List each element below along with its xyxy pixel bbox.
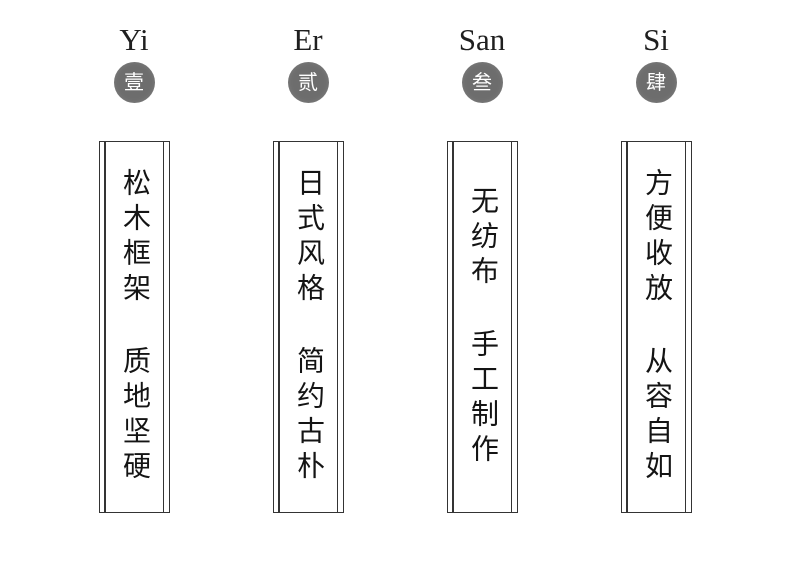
badge-numeral: 肆 xyxy=(646,71,666,94)
banner-vertical-text: 无纺布 手工制作 xyxy=(467,185,498,469)
banner-inner-rail-right xyxy=(510,142,512,512)
feature-column-1: Yi 壹 松木框架 质地坚硬 xyxy=(47,22,221,563)
banner-vertical-text: 日式风格 简约古朴 xyxy=(293,168,324,486)
number-badge: 壹 xyxy=(113,62,155,103)
banner-inner-rail-right xyxy=(162,142,164,512)
column-label: Yi xyxy=(119,22,149,57)
banner-inner-rail-right xyxy=(684,142,686,512)
banner-vertical-text: 松木框架 质地坚硬 xyxy=(119,168,150,486)
number-badge: 肆 xyxy=(635,62,677,103)
banner-inner-rail-left xyxy=(104,142,106,512)
banner-vertical-text: 方便收放 从容自如 xyxy=(641,168,672,486)
feature-column-3: San 叁 无纺布 手工制作 xyxy=(395,22,569,563)
scroll-banner: 方便收放 从容自如 xyxy=(620,141,692,513)
scroll-banner: 无纺布 手工制作 xyxy=(446,141,518,513)
banner-inner-rail-right xyxy=(336,142,338,512)
number-badge: 叁 xyxy=(461,62,503,103)
badge-numeral: 贰 xyxy=(298,71,318,94)
banner-inner-rail-left xyxy=(626,142,628,512)
badge-numeral: 叁 xyxy=(472,71,492,94)
scroll-banner: 日式风格 简约古朴 xyxy=(272,141,344,513)
banner-inner-rail-left xyxy=(278,142,280,512)
column-label: San xyxy=(458,22,506,57)
number-badge: 贰 xyxy=(287,62,329,103)
banner-inner-rail-left xyxy=(452,142,454,512)
scroll-banner: 松木框架 质地坚硬 xyxy=(98,141,170,513)
feature-column-2: Er 贰 日式风格 简约古朴 xyxy=(221,22,395,563)
column-label: Si xyxy=(643,22,669,57)
badge-numeral: 壹 xyxy=(124,71,144,94)
column-label: Er xyxy=(293,22,323,57)
feature-column-4: Si 肆 方便收放 从容自如 xyxy=(569,22,743,563)
